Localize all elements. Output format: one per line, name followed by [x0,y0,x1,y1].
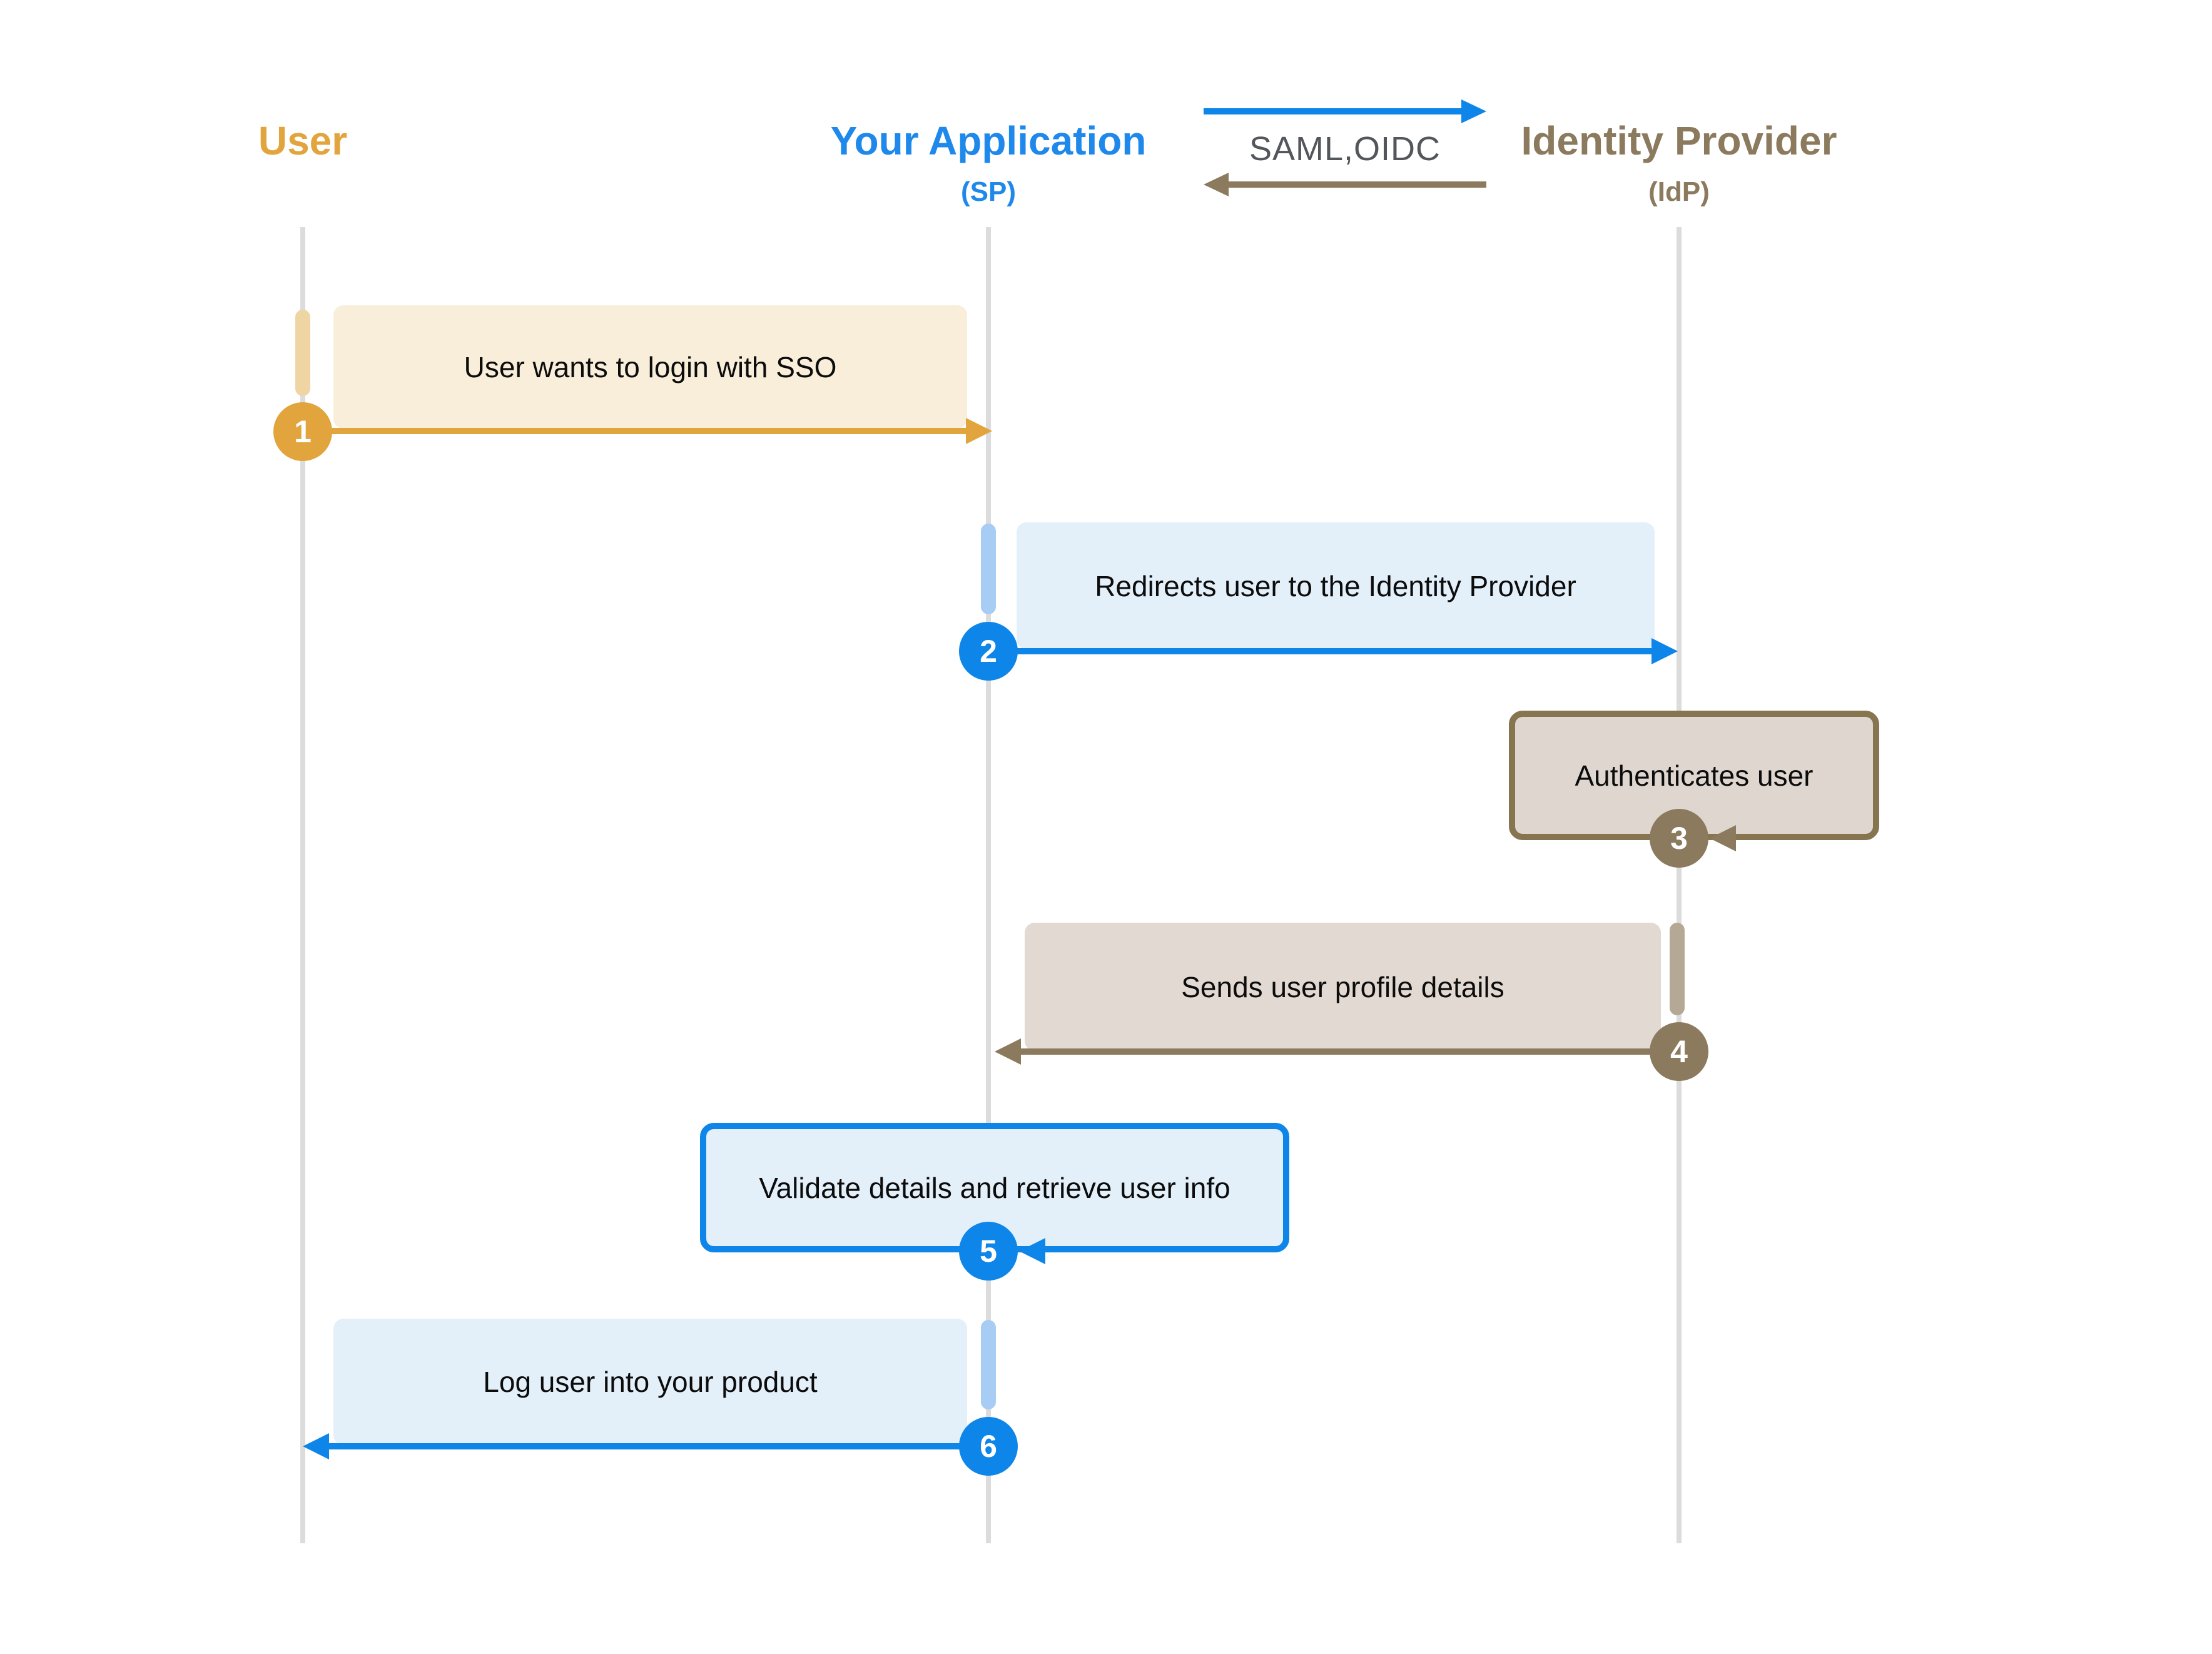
step-1-activation-bar [295,310,310,396]
legend-return-arrow [1227,181,1486,188]
actor-sublabel-idp: (IdP) [1648,176,1710,207]
step-1-message-box: User wants to login with SSO [333,305,967,429]
step-3-arrowhead-icon [1710,825,1736,851]
step-6-number-badge: 6 [959,1417,1018,1476]
step-1-arrow [303,428,967,434]
lifeline-user [300,227,305,1543]
step-5-message-label: Validate details and retrieve user info [759,1171,1230,1204]
step-4-message-box: Sends user profile details [1025,923,1661,1051]
step-3-message-label: Authenticates user [1575,759,1814,792]
actor-label-idp: Identity Provider [1521,118,1837,163]
step-4-arrowhead-icon [995,1038,1021,1065]
step-1-message-label: User wants to login with SSO [464,350,837,383]
lifeline-idp [1677,227,1682,1543]
step-1-number-badge: 1 [273,402,332,461]
legend-forward-arrowhead-icon [1461,99,1486,123]
step-4-number-badge: 4 [1650,1022,1708,1081]
legend-forward-arrow [1204,108,1463,114]
step-4-activation-bar [1670,923,1685,1015]
step-2-arrow [988,648,1653,654]
step-6-activation-bar [981,1320,996,1409]
step-3-number-badge: 3 [1650,809,1708,868]
legend-return-arrowhead-icon [1204,173,1229,196]
step-2-activation-bar [981,524,996,614]
actor-sublabel-sp: (SP) [961,176,1016,207]
step-2-message-box: Redirects user to the Identity Provider [1017,522,1655,649]
lifeline-application [986,227,991,1543]
actor-label-user: User [258,118,348,163]
step-6-arrowhead-icon [303,1433,329,1459]
step-5-arrowhead-icon [1019,1238,1045,1264]
step-4-message-label: Sends user profile details [1181,970,1504,1003]
step-6-arrow [328,1443,988,1449]
step-2-number-badge: 2 [959,622,1018,681]
step-6-message-box: Log user into your product [333,1319,967,1445]
step-4-arrow [1020,1048,1679,1055]
step-6-message-label: Log user into your product [483,1366,818,1398]
step-2-message-label: Redirects user to the Identity Provider [1095,569,1576,602]
step-1-arrowhead-icon [966,418,992,444]
actor-label-application: Your Application [830,118,1147,163]
step-5-number-badge: 5 [959,1222,1018,1281]
step-2-arrowhead-icon [1651,638,1678,664]
legend-label: SAML,OIDC [1249,130,1441,168]
